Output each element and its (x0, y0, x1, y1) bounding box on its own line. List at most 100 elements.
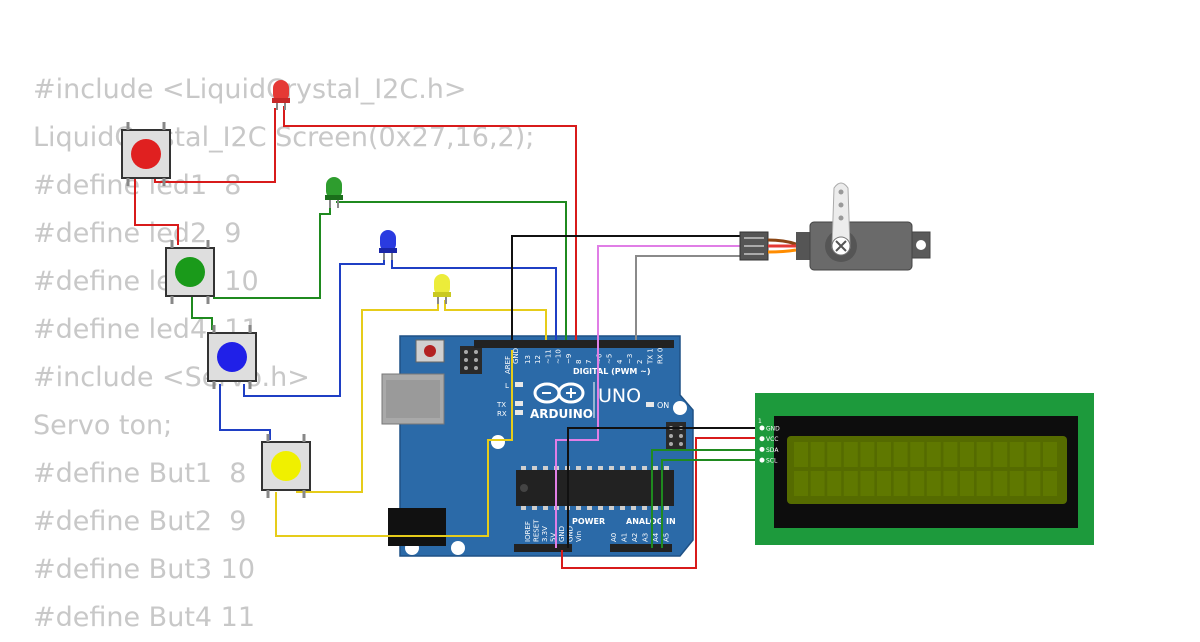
analog-header[interactable] (610, 544, 672, 552)
on-led (646, 402, 654, 407)
lcd-char-cell (943, 442, 958, 467)
led-yellow[interactable] (433, 274, 451, 304)
lcd-char-cell (810, 442, 825, 467)
code-line: Servo ton; (33, 410, 173, 441)
chip-pin (587, 506, 592, 510)
wire-servo-vcc (555, 245, 741, 548)
lcd-char-cell (877, 471, 891, 496)
lcd-char-cell (1043, 442, 1057, 467)
chip-pin (543, 466, 548, 470)
code-line: LiquidCrystal_I2C Screen(0x27,16,2); (33, 122, 535, 153)
wire-lcd-scl (661, 459, 762, 548)
usb-connector-inner (386, 380, 440, 418)
lcd-pin[interactable] (759, 436, 765, 442)
wire-led-red (283, 106, 577, 340)
wire-button-green (213, 208, 331, 299)
code-line: #define But1 8 (33, 458, 247, 489)
led-green[interactable] (325, 177, 343, 208)
chip-pin (587, 466, 592, 470)
chip-pin (609, 466, 614, 470)
code-line: #include <LiquidCrystal_I2C.h> (33, 74, 467, 105)
chip-pin (598, 506, 603, 510)
digital-pin-label: ~11 (544, 349, 552, 364)
lcd-char-cell (893, 442, 908, 467)
wire-servo-gnd (511, 235, 741, 340)
led-red[interactable] (272, 80, 290, 110)
lcd-pin[interactable] (759, 457, 765, 463)
lcd-pin-label: GND (766, 426, 780, 433)
code-line: #define But2 9 (33, 506, 247, 537)
analog-pin-label: A4 (652, 532, 660, 542)
code-line: #define led4 11 (33, 314, 259, 345)
arduino-logo (533, 382, 585, 404)
tx-led-label: TX (496, 401, 506, 409)
digital-label: DIGITAL (PWM ~) (573, 367, 651, 376)
chip-pin (642, 506, 647, 510)
power-header[interactable] (514, 544, 572, 552)
wire-led-yellow (444, 300, 547, 340)
led-blue[interactable] (379, 230, 397, 260)
l-led-label: L (505, 382, 509, 390)
pushbutton-yellow[interactable] (261, 434, 311, 498)
pushbutton-red[interactable] (121, 122, 171, 186)
digital-pin-label: ~5 (606, 354, 614, 364)
lcd-pin-label: SCL (766, 458, 778, 465)
lcd-char-cell (976, 471, 991, 496)
lcd-char-cell (943, 471, 958, 496)
lcd-pin[interactable] (759, 446, 765, 452)
lcd-char-cell (860, 471, 875, 496)
chip-pin (521, 466, 526, 470)
mount-hole (673, 401, 687, 415)
chip-pin (576, 466, 581, 470)
wire-lcd-vcc (561, 437, 762, 569)
lcd-char-cell (1043, 471, 1057, 496)
power-jack (388, 508, 446, 546)
lcd-char-cell (794, 442, 808, 467)
analog-pin-label: A0 (610, 533, 618, 542)
chip-notch (520, 484, 528, 492)
code-line: #define But4 11 (33, 602, 256, 633)
chip-pin (664, 466, 669, 470)
lcd-char-cell (1009, 442, 1024, 467)
power-pin-label: GND (567, 526, 575, 542)
lcd-char-cell (910, 442, 925, 467)
chip-pin (543, 506, 548, 510)
power-pin-label: RESET (533, 519, 541, 542)
servo-motor[interactable] (739, 182, 931, 271)
gnd-label: GND (512, 348, 520, 364)
wire-button-yellow (296, 300, 439, 493)
rx-led (515, 410, 523, 415)
digital-pin-label: ~6 (595, 353, 603, 364)
chip-pin (532, 506, 537, 510)
digital-pin-label: ~9 (565, 354, 573, 364)
code-overlay: #include <LiquidCrystal_I2C.h> LiquidCrys… (33, 66, 534, 642)
lcd-char-cell (893, 471, 908, 496)
chip-pin (598, 466, 603, 470)
lcd-char-cell (1026, 442, 1041, 467)
pushbutton-blue[interactable] (207, 325, 257, 389)
wires (134, 106, 762, 569)
lcd-char-cell (960, 442, 974, 467)
analog-pin-label: A3 (642, 533, 650, 542)
lcd-pin-label: VCC (766, 436, 778, 443)
lcd-char-cell (860, 442, 875, 467)
digital-pin-label: RX 0 (657, 348, 665, 364)
pushbutton-green[interactable] (165, 240, 215, 304)
lcd-pin[interactable] (759, 425, 765, 431)
digital-header[interactable] (474, 340, 674, 348)
lcd-char-cell (794, 471, 808, 496)
wire-led-green (336, 201, 567, 340)
chip-pin (653, 506, 658, 510)
chip-pin (532, 466, 537, 470)
wire-led-blue (391, 258, 557, 340)
power-pin-label: 3.3V (541, 526, 549, 542)
l-led (515, 382, 523, 387)
lcd-char-cell (976, 442, 991, 467)
wire-servo-signal (635, 255, 741, 340)
